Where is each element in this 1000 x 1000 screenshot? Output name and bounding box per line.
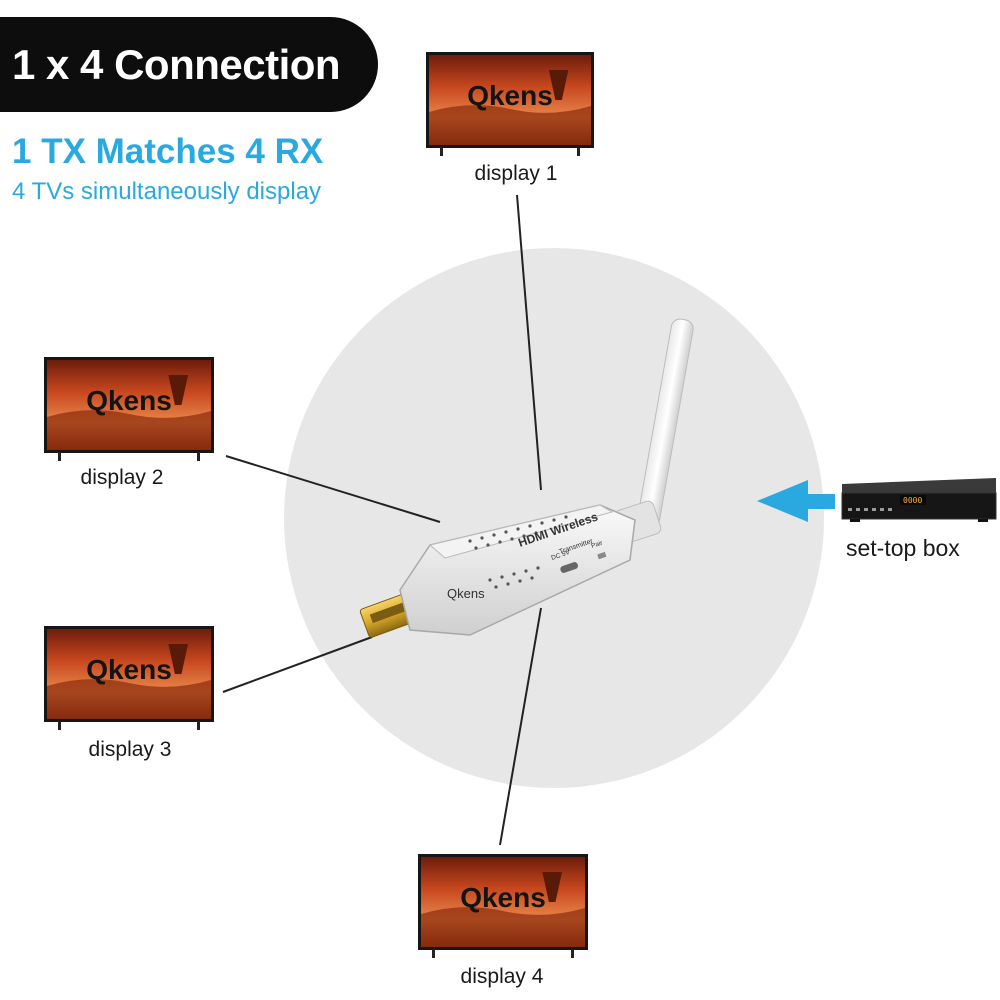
- tv-foot: [197, 452, 200, 461]
- tv-brand: Qkens: [460, 881, 546, 913]
- pair-button: [597, 551, 607, 560]
- headline: 1 TX Matches 4 RX: [12, 132, 324, 171]
- tv-screen-picture: [47, 360, 211, 450]
- tv-foot: [58, 452, 61, 461]
- subline: 4 TVs simultaneously display: [12, 178, 322, 205]
- header-pill: 1 x 4 Connection: [0, 17, 378, 112]
- tv-screen-picture: [429, 55, 591, 145]
- tv-foot: [58, 721, 61, 730]
- tv-screen-picture: [421, 857, 585, 947]
- tv-foot: [432, 949, 435, 958]
- tv-foot: [577, 147, 580, 156]
- display-4-label: display 4: [460, 965, 544, 988]
- link-line-display-2: [225, 455, 441, 523]
- tv-brand: Qkens: [467, 79, 553, 111]
- input-arrow: [757, 480, 835, 522]
- tv-screen-picture: [47, 629, 211, 719]
- link-line-display-4: [499, 607, 542, 846]
- tv-display-1: Qkens: [426, 52, 594, 156]
- display-2-label: display 2: [80, 466, 164, 489]
- display-1-label: display 1: [474, 162, 558, 185]
- antenna: [614, 318, 694, 544]
- usb-c-port: [560, 562, 578, 573]
- transmitter-brand: Qkens: [447, 586, 485, 601]
- display-3-label: display 3: [88, 738, 172, 761]
- header-title: 1 x 4 Connection: [12, 40, 341, 88]
- tv-foot: [197, 721, 200, 730]
- tv-foot: [440, 147, 443, 156]
- link-line-display-3: [222, 636, 373, 693]
- tv-display-2: Qkens: [44, 357, 214, 461]
- transmitter-body: HDMI Wireless Transmitter DC 5V Pair: [399, 504, 636, 636]
- tv-brand: Qkens: [86, 653, 172, 685]
- tv-display-4: Qkens: [418, 854, 588, 958]
- link-line-display-1: [516, 194, 542, 491]
- set-top-box: 0000: [841, 478, 997, 522]
- tv-brand: Qkens: [86, 384, 172, 416]
- tv-display-3: Qkens: [44, 626, 214, 730]
- tv-foot: [571, 949, 574, 958]
- pair-label: Pair: [590, 539, 604, 550]
- set-top-box-label: set-top box: [846, 535, 960, 561]
- stb-display-value: 0000: [903, 496, 922, 505]
